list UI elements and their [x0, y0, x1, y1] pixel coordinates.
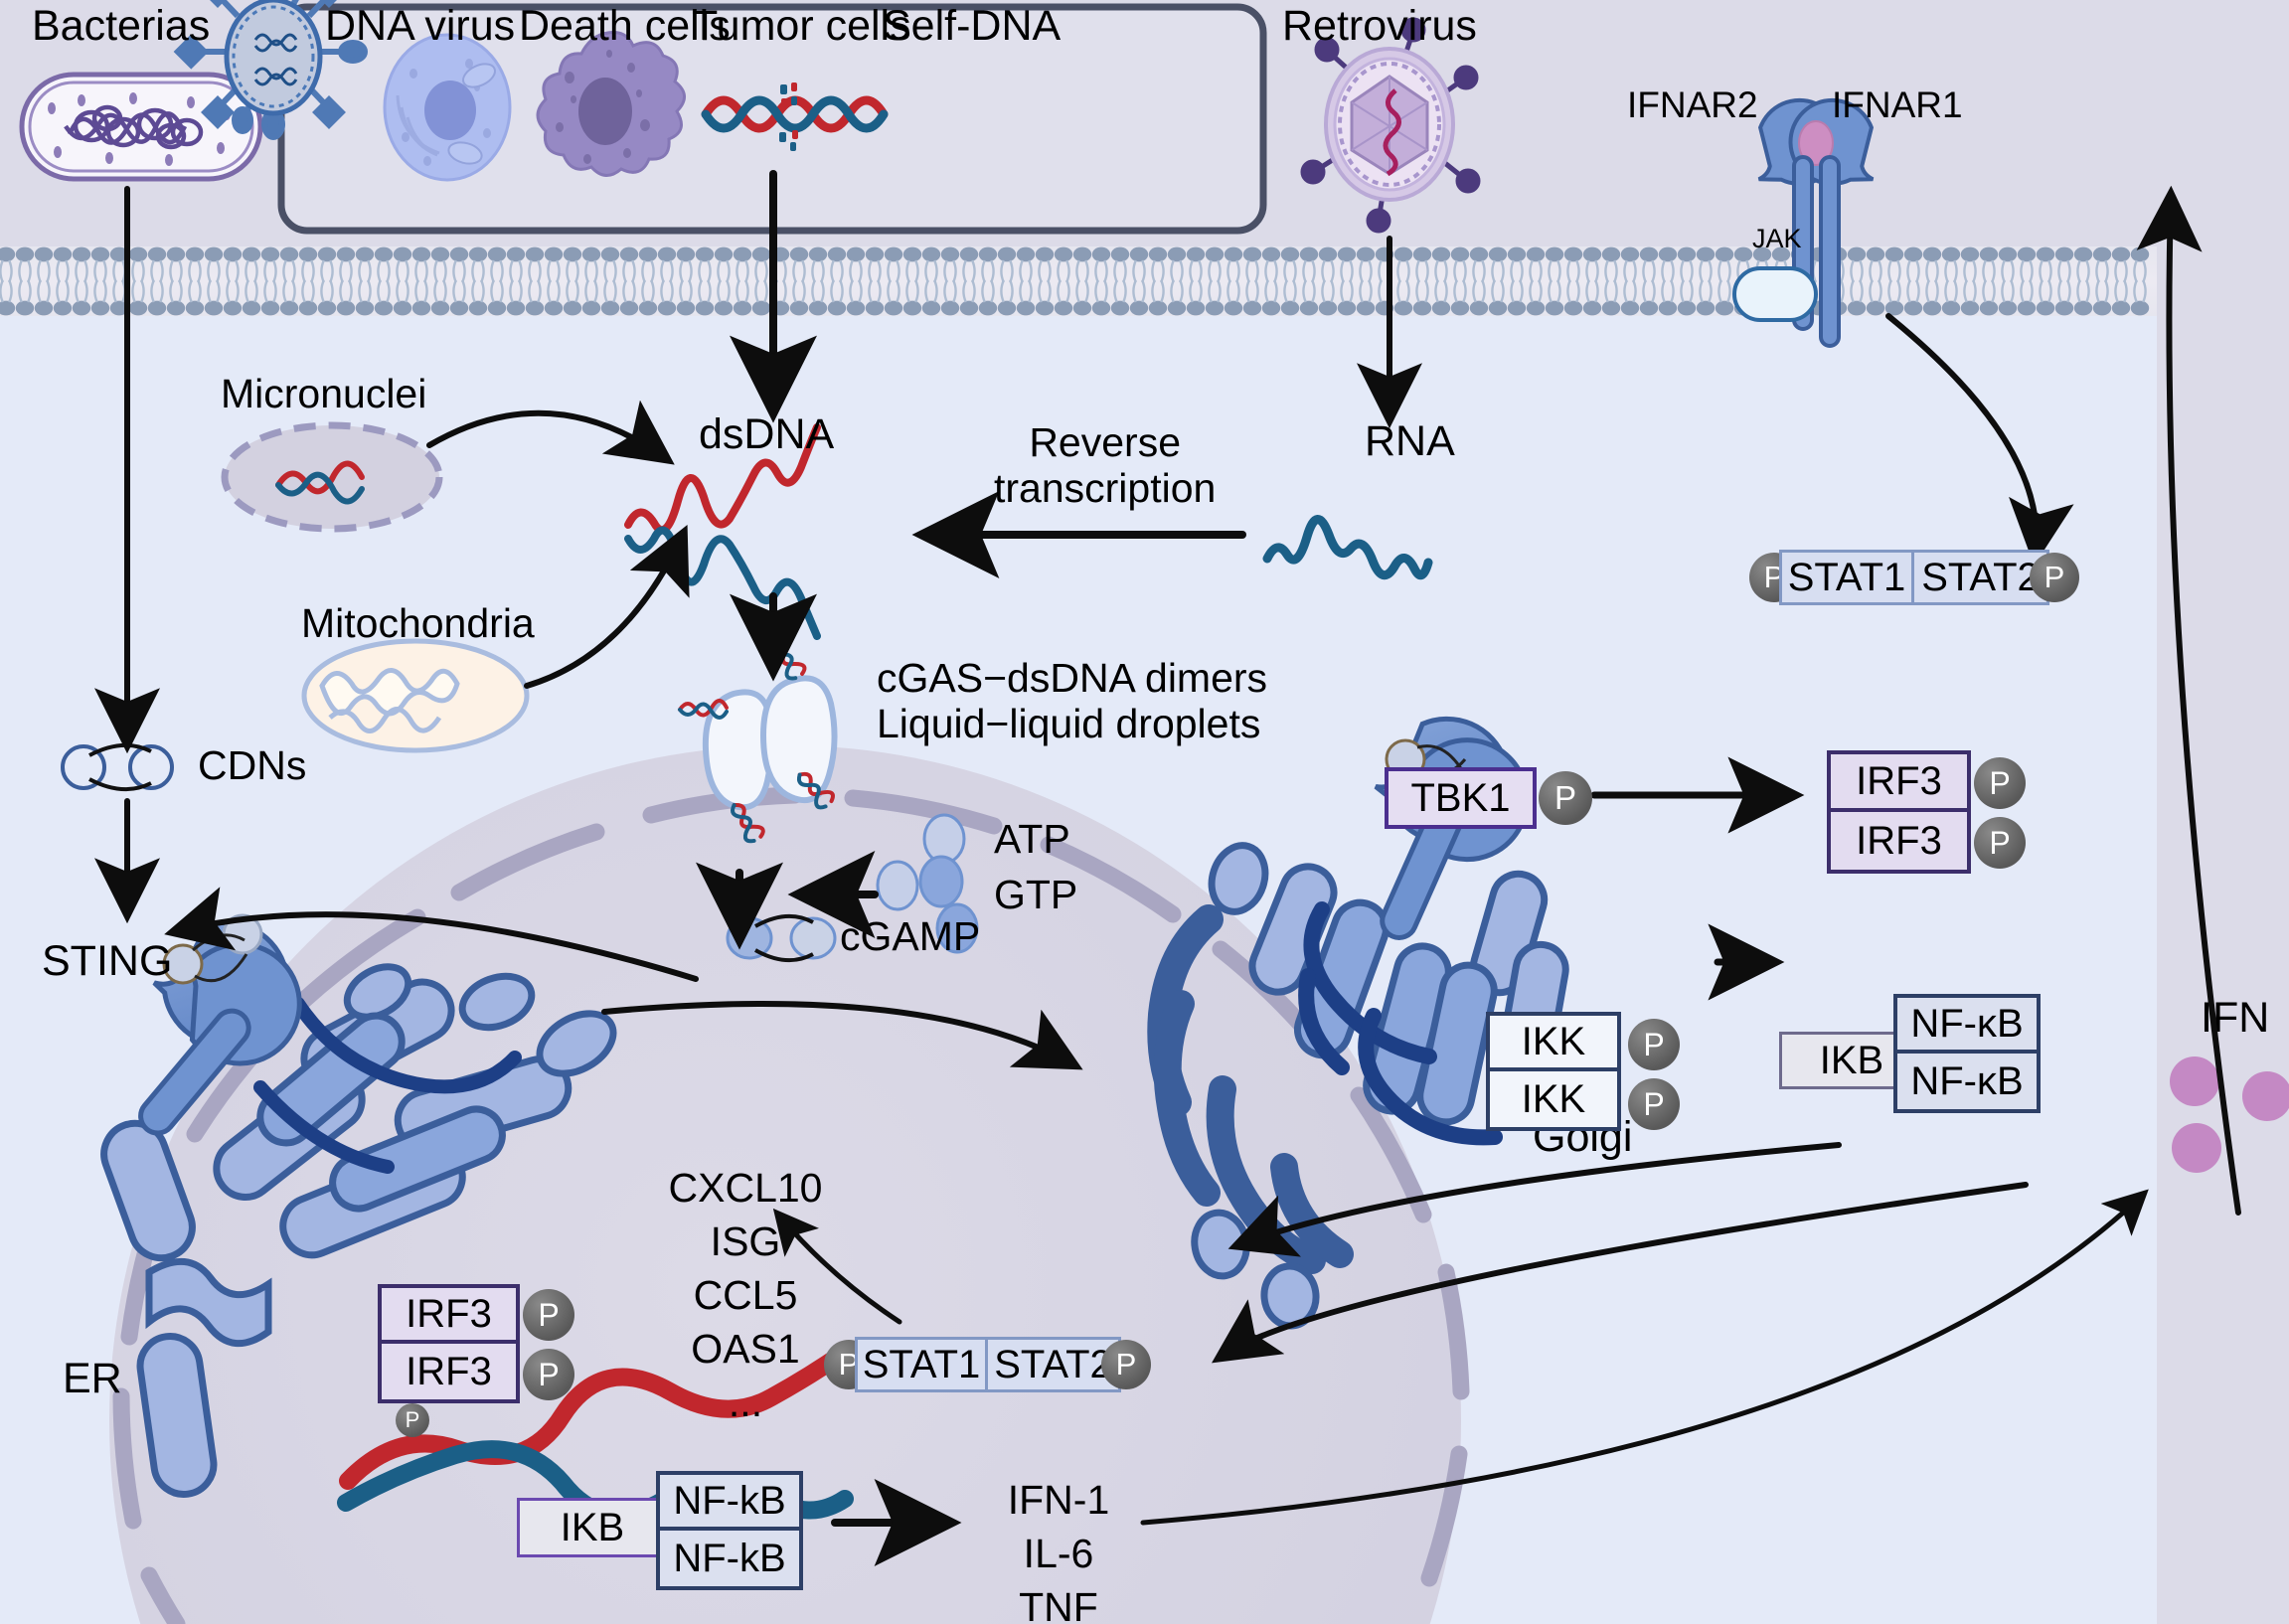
reverse-transcription-label: Reverse transcription: [994, 419, 1217, 512]
bacterias-label: Bacterias: [32, 2, 211, 50]
dsdna-label: dsDNA: [699, 410, 835, 458]
tumor-cells-label: Tumor cells: [692, 2, 911, 50]
stat-cyto-phospho-right: P: [2030, 553, 2079, 602]
irf3-complex-cyto: IRF3 IRF3: [1827, 750, 1971, 874]
tbk1-phospho-badge: P: [1539, 771, 1592, 825]
ikk-box-1[interactable]: IKK: [1486, 1012, 1621, 1071]
gtp-label: GTP: [994, 872, 1078, 917]
nfkb-box-nuclear-2[interactable]: NF-kB: [656, 1531, 803, 1590]
cgas-line2: Liquid−liquid droplets: [877, 700, 1261, 746]
er-label: ER: [63, 1355, 122, 1402]
stat1-box-cyto[interactable]: STAT1: [1779, 550, 1914, 605]
sting-label: STING: [42, 937, 173, 985]
stat-nuc-phospho-right: P: [1101, 1340, 1151, 1389]
dna-virus-label: DNA virus: [325, 2, 516, 50]
gene-isg: ISG: [710, 1218, 781, 1265]
irf3-box-cyto-1[interactable]: IRF3: [1827, 750, 1971, 812]
nfkb-complex-cyto: NF-κB NF-κB: [1893, 994, 2041, 1113]
rt-line1: Reverse: [1029, 419, 1181, 465]
irf3-box-nuclear-2[interactable]: IRF3: [378, 1344, 520, 1403]
ifnar2-label: IFNAR2: [1627, 84, 1758, 125]
cytokine-tnf: TNF: [1019, 1584, 1098, 1624]
rna-label: RNA: [1365, 417, 1455, 465]
ikk-phospho-badge-1: P: [1628, 1019, 1680, 1070]
irf3-complex-nuclear: IRF3 IRF3: [378, 1284, 520, 1403]
ikk-complex: IKK IKK: [1486, 1012, 1621, 1131]
cytokine-ifn1: IFN-1: [1007, 1477, 1110, 1523]
cdns-label: CDNs: [198, 742, 307, 788]
irf3-nuc-phospho-3: P: [396, 1403, 429, 1437]
nucleus-gene-list: CXCL10 ISG CCL5 OAS1 ...: [656, 1161, 835, 1430]
irf3-box-cyto-2[interactable]: IRF3: [1827, 812, 1971, 874]
nfkb-box-cyto-2[interactable]: NF-κB: [1893, 1054, 2041, 1113]
irf3-box-nuclear-1[interactable]: IRF3: [378, 1284, 520, 1344]
nfkb-box-cyto-1[interactable]: NF-κB: [1893, 994, 2041, 1054]
retrovirus-label: Retrovirus: [1282, 2, 1477, 50]
tbk1-box[interactable]: TBK1: [1385, 767, 1537, 829]
ifn-ligand-icon: [1798, 120, 1834, 166]
cgas-line1: cGAS−dsDNA dimers: [877, 655, 1268, 701]
atp-label: ATP: [994, 816, 1070, 862]
stat2-box-cyto[interactable]: STAT2: [1914, 550, 2049, 605]
death-cells-label: Death cells: [519, 2, 731, 50]
nfkb-complex-nuclear: NF-kB NF-kB: [656, 1471, 803, 1590]
nfkb-box-nuclear-1[interactable]: NF-kB: [656, 1471, 803, 1531]
irf3-nuc-phospho-1: P: [523, 1289, 574, 1341]
stat1-box-nuclear[interactable]: STAT1: [855, 1337, 988, 1392]
irf3-nuc-phospho-2: P: [523, 1349, 574, 1400]
gene-ccl5: CCL5: [693, 1272, 798, 1319]
ikk-box-2[interactable]: IKK: [1486, 1071, 1621, 1131]
cytokine-il6: IL-6: [1023, 1531, 1094, 1577]
stat2-box-nuclear[interactable]: STAT2: [988, 1337, 1121, 1392]
ikk-phospho-badge-2: P: [1628, 1078, 1680, 1130]
secreted-cytokine-list: IFN-1 IL-6 TNF: [994, 1473, 1123, 1624]
gene-ellipsis: ...: [728, 1380, 763, 1426]
ikb-box-nuclear[interactable]: IKB: [517, 1498, 668, 1557]
gene-oas1: OAS1: [691, 1326, 800, 1373]
ifnar1-label: IFNAR1: [1832, 84, 1963, 125]
cgas-dimers-label: cGAS−dsDNA dimers Liquid−liquid droplets: [877, 655, 1268, 747]
rt-line2: transcription: [994, 464, 1217, 511]
irf3-cyto-phospho-2: P: [1974, 817, 2026, 869]
gene-cxcl10: CXCL10: [668, 1165, 823, 1211]
irf3-cyto-phospho-1: P: [1974, 757, 2026, 809]
mitochondria-label: Mitochondria: [301, 600, 535, 646]
micronuclei-label: Micronuclei: [221, 371, 427, 416]
jak-label: JAK: [1752, 224, 1802, 253]
self-dna-label: Self-DNA: [883, 2, 1062, 50]
